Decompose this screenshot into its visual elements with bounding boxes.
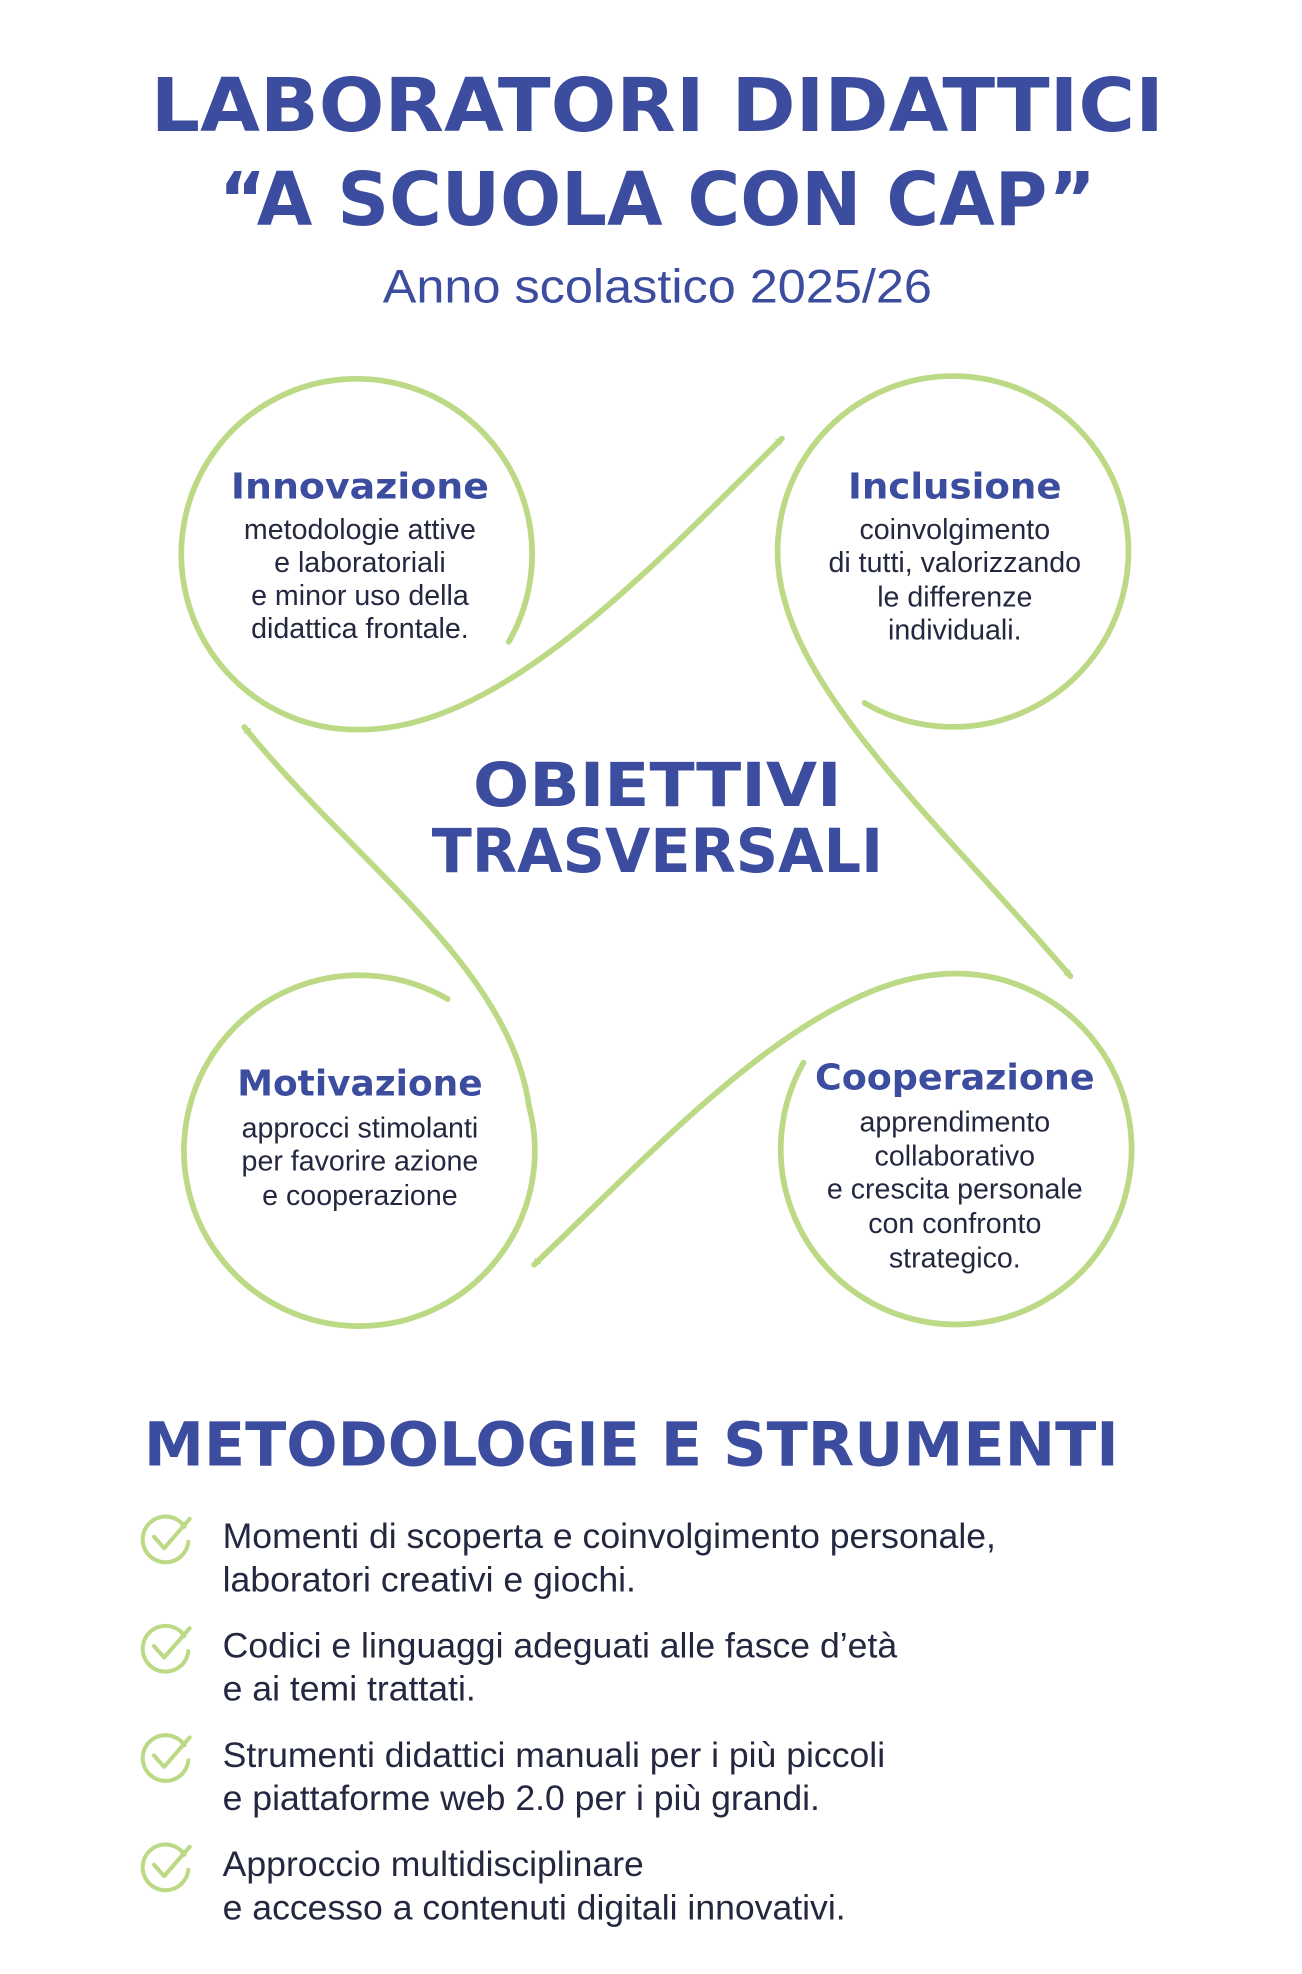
objective-line: e crescita personale bbox=[827, 1174, 1083, 1206]
objective-line: le differenze bbox=[877, 581, 1032, 613]
objective-line: per favorire azione bbox=[242, 1146, 479, 1178]
objective-inclusione: Inclusione coinvolgimento di tutti, valo… bbox=[829, 466, 1082, 646]
list-item-line: Momenti di scoperta e coinvolgimento per… bbox=[223, 1516, 996, 1556]
check-circle-icon bbox=[140, 1514, 192, 1565]
ring-arrow-cooperazione bbox=[531, 970, 1135, 1328]
objective-line: collaborativo bbox=[875, 1141, 1035, 1173]
list-item-line: Codici e linguaggi adeguati alle fasce d… bbox=[223, 1625, 898, 1665]
objective-line: apprendimento bbox=[859, 1106, 1050, 1138]
subtitle: Anno scolastico 2025/26 bbox=[383, 260, 932, 313]
objective-cooperazione: Cooperazione apprendimento collaborativo… bbox=[815, 1057, 1095, 1274]
objective-line: e laboratoriali bbox=[274, 547, 446, 579]
objective-title: Cooperazione bbox=[815, 1057, 1095, 1098]
objective-line: e cooperazione bbox=[262, 1180, 457, 1212]
check-circle-icon bbox=[140, 1733, 192, 1783]
objective-line: didattica frontale. bbox=[251, 613, 469, 645]
objective-line: individuali. bbox=[888, 614, 1021, 646]
objective-line: coinvolgimento bbox=[859, 514, 1050, 546]
ring-arrow-innovazione bbox=[178, 376, 785, 733]
list-item: Approccio multidisciplinare e accesso a … bbox=[140, 1842, 846, 1927]
list-item: Codici e linguaggi adeguati alle fasce d… bbox=[140, 1623, 898, 1709]
objective-line: strategico. bbox=[889, 1242, 1021, 1274]
list-item-line: laboratori creativi e giochi. bbox=[223, 1559, 636, 1599]
title-line-1: LABORATORI DIDATTICI bbox=[151, 64, 1164, 149]
ring-arrow-inclusione bbox=[774, 373, 1132, 980]
check-circle-icon bbox=[140, 1842, 192, 1893]
objective-title: Motivazione bbox=[237, 1064, 482, 1105]
objective-line: con confronto bbox=[868, 1208, 1041, 1240]
center-line-2: TRASVERSALI bbox=[432, 816, 883, 887]
objective-line: e minor uso della bbox=[251, 580, 469, 612]
cycle-diagram bbox=[178, 373, 1135, 1329]
objective-line: metodologie attive bbox=[244, 514, 476, 546]
methods-title: METODOLOGIE E STRUMENTI bbox=[144, 1410, 1119, 1481]
objective-line: di tutti, valorizzando bbox=[829, 547, 1082, 579]
check-circle-icon bbox=[140, 1623, 192, 1674]
list-item-line: Approccio multidisciplinare bbox=[223, 1844, 644, 1884]
list-item-line: e ai temi trattati. bbox=[223, 1669, 476, 1709]
list-item-line: e accesso a contenuti digitali innovativ… bbox=[223, 1887, 846, 1927]
center-line-1: OBIETTIVI bbox=[473, 750, 842, 821]
objective-line: approcci stimolanti bbox=[242, 1113, 479, 1145]
methods-list: Momenti di scoperta e coinvolgimento per… bbox=[140, 1514, 996, 1927]
objective-title: Inclusione bbox=[848, 466, 1062, 507]
objective-motivazione: Motivazione approcci stimolanti per favo… bbox=[237, 1064, 482, 1212]
objective-innovazione: Innovazione metodologie attive e laborat… bbox=[231, 466, 489, 645]
objective-title: Innovazione bbox=[231, 466, 489, 507]
ring-arrow-motivazione bbox=[181, 724, 538, 1329]
list-item: Strumenti didattici manuali per i più pi… bbox=[140, 1733, 885, 1818]
list-item-line: Strumenti didattici manuali per i più pi… bbox=[223, 1735, 885, 1775]
list-item: Momenti di scoperta e coinvolgimento per… bbox=[140, 1514, 996, 1599]
title-line-2: “A SCUOLA CON CAP” bbox=[219, 158, 1096, 243]
list-item-line: e piattaforme web 2.0 per i più grandi. bbox=[223, 1778, 820, 1818]
